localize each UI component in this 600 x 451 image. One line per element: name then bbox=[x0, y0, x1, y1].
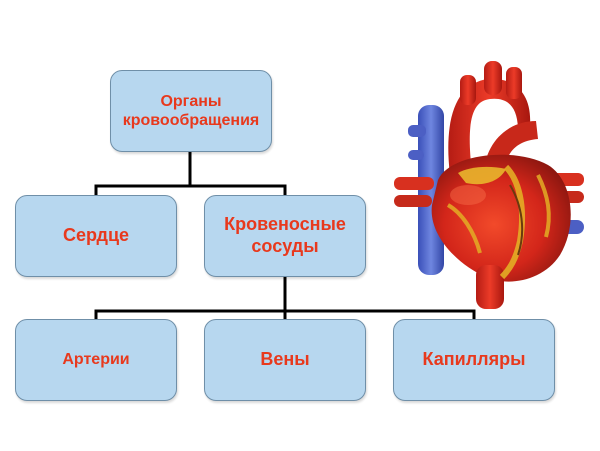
node-veins-label: Вены bbox=[260, 349, 310, 370]
node-circulatory-organs-label: Органы кровообращения bbox=[122, 92, 260, 129]
node-circulatory-organs: Органы кровообращения bbox=[110, 70, 272, 152]
node-heart: Сердце bbox=[15, 195, 177, 277]
node-arteries: Артерии bbox=[15, 319, 177, 401]
node-arteries-label: Артерии bbox=[62, 351, 130, 369]
node-blood-vessels: Кровеносные сосуды bbox=[204, 195, 366, 277]
node-veins: Вены bbox=[204, 319, 366, 401]
node-capillaries: Капилляры bbox=[393, 319, 555, 401]
node-heart-label: Сердце bbox=[62, 225, 130, 246]
node-capillaries-label: Капилляры bbox=[422, 349, 526, 370]
heart-anatomy-icon bbox=[394, 61, 584, 309]
node-blood-vessels-label: Кровеносные сосуды bbox=[224, 214, 346, 256]
